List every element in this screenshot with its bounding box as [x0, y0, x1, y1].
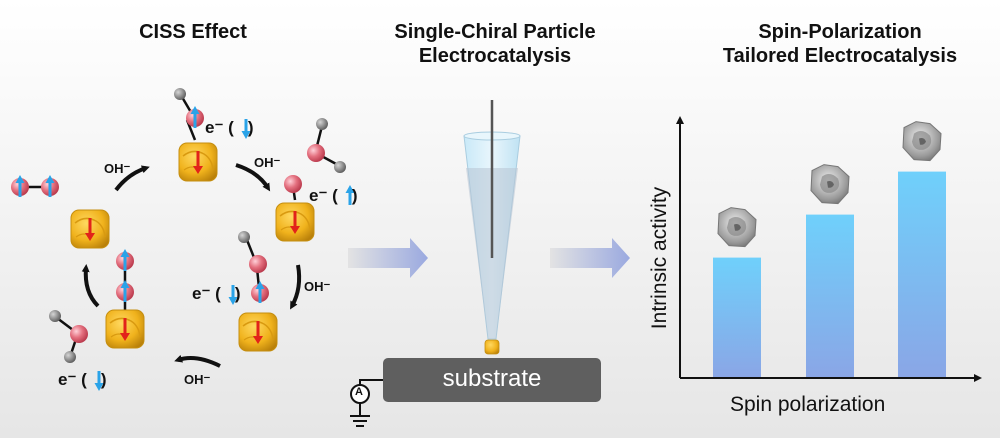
cycle-arrow-3	[290, 264, 302, 310]
single-chiral-title-line2: Electrocatalysis	[418, 45, 572, 67]
ciss-cycle	[9, 88, 346, 368]
activity-bar-chart	[676, 116, 982, 382]
catalyst-cube-left	[70, 209, 110, 249]
ciss-title-text: CISS Effect	[139, 21, 247, 43]
electron-paren-1: )	[247, 118, 254, 137]
catalyst-cube-right-lower	[238, 231, 278, 352]
y-axis-label: Intrinsic activity	[648, 186, 671, 330]
spin-polarization-title: Spin-Polarization Tailored Electrocataly…	[690, 20, 990, 68]
transition-arrow-1	[348, 238, 428, 278]
oh-label-1: OH⁻	[104, 161, 131, 176]
electron-text-2: e⁻ (	[309, 186, 338, 205]
oh-label-2: OH⁻	[254, 155, 281, 170]
single-chiral-title: Single-Chiral Particle Electrocatalysis	[340, 20, 650, 68]
spin-title-line1: Spin-Polarization	[758, 21, 922, 43]
cycle-arrow-2	[235, 163, 271, 192]
electron-text-1: e⁻ (	[205, 118, 234, 137]
electron-label-1: e⁻ ()	[205, 118, 253, 138]
ammeter-circuit	[350, 379, 383, 427]
oh-label-3: OH⁻	[304, 279, 331, 294]
water-molecule-top	[307, 118, 346, 173]
water-molecule-bottom	[49, 310, 88, 363]
catalyst-cube-top	[174, 88, 218, 182]
catalyst-cube-bottom	[105, 247, 145, 349]
cycle-arrow-1	[114, 165, 150, 192]
bar-2	[806, 214, 854, 377]
transition-arrow-2	[550, 238, 630, 278]
single-chiral-title-line1: Single-Chiral Particle	[394, 21, 596, 43]
electron-text-4: e⁻ (	[58, 370, 87, 389]
electron-text-3: e⁻ (	[192, 284, 221, 303]
electron-label-3: e⁻ ()	[192, 284, 240, 304]
electron-paren-2: )	[351, 186, 358, 205]
electron-paren-3: )	[234, 284, 241, 303]
ciss-title: CISS Effect	[95, 20, 291, 44]
free-oxygen-molecule	[9, 173, 61, 199]
cycle-arrow-4	[174, 354, 221, 368]
spin-title-line2: Tailored Electrocatalysis	[722, 45, 958, 67]
electron-paren-4: )	[100, 370, 107, 389]
bar-1	[713, 257, 761, 377]
x-axis-label: Spin polarization	[730, 393, 886, 416]
cycle-arrow-5	[81, 264, 100, 308]
substrate-label: substrate	[442, 365, 542, 392]
oh-label-4: OH⁻	[184, 372, 211, 387]
nanopipette	[463, 100, 521, 340]
electron-label-2: e⁻ ()	[309, 186, 357, 206]
ammeter-label: A	[355, 386, 363, 398]
substrate-block	[383, 358, 601, 402]
electron-label-4: e⁻ ()	[58, 370, 106, 390]
catalyst-cube-right-upper	[275, 175, 315, 242]
bar-3	[898, 171, 946, 377]
single-chiral-particle	[484, 339, 500, 355]
